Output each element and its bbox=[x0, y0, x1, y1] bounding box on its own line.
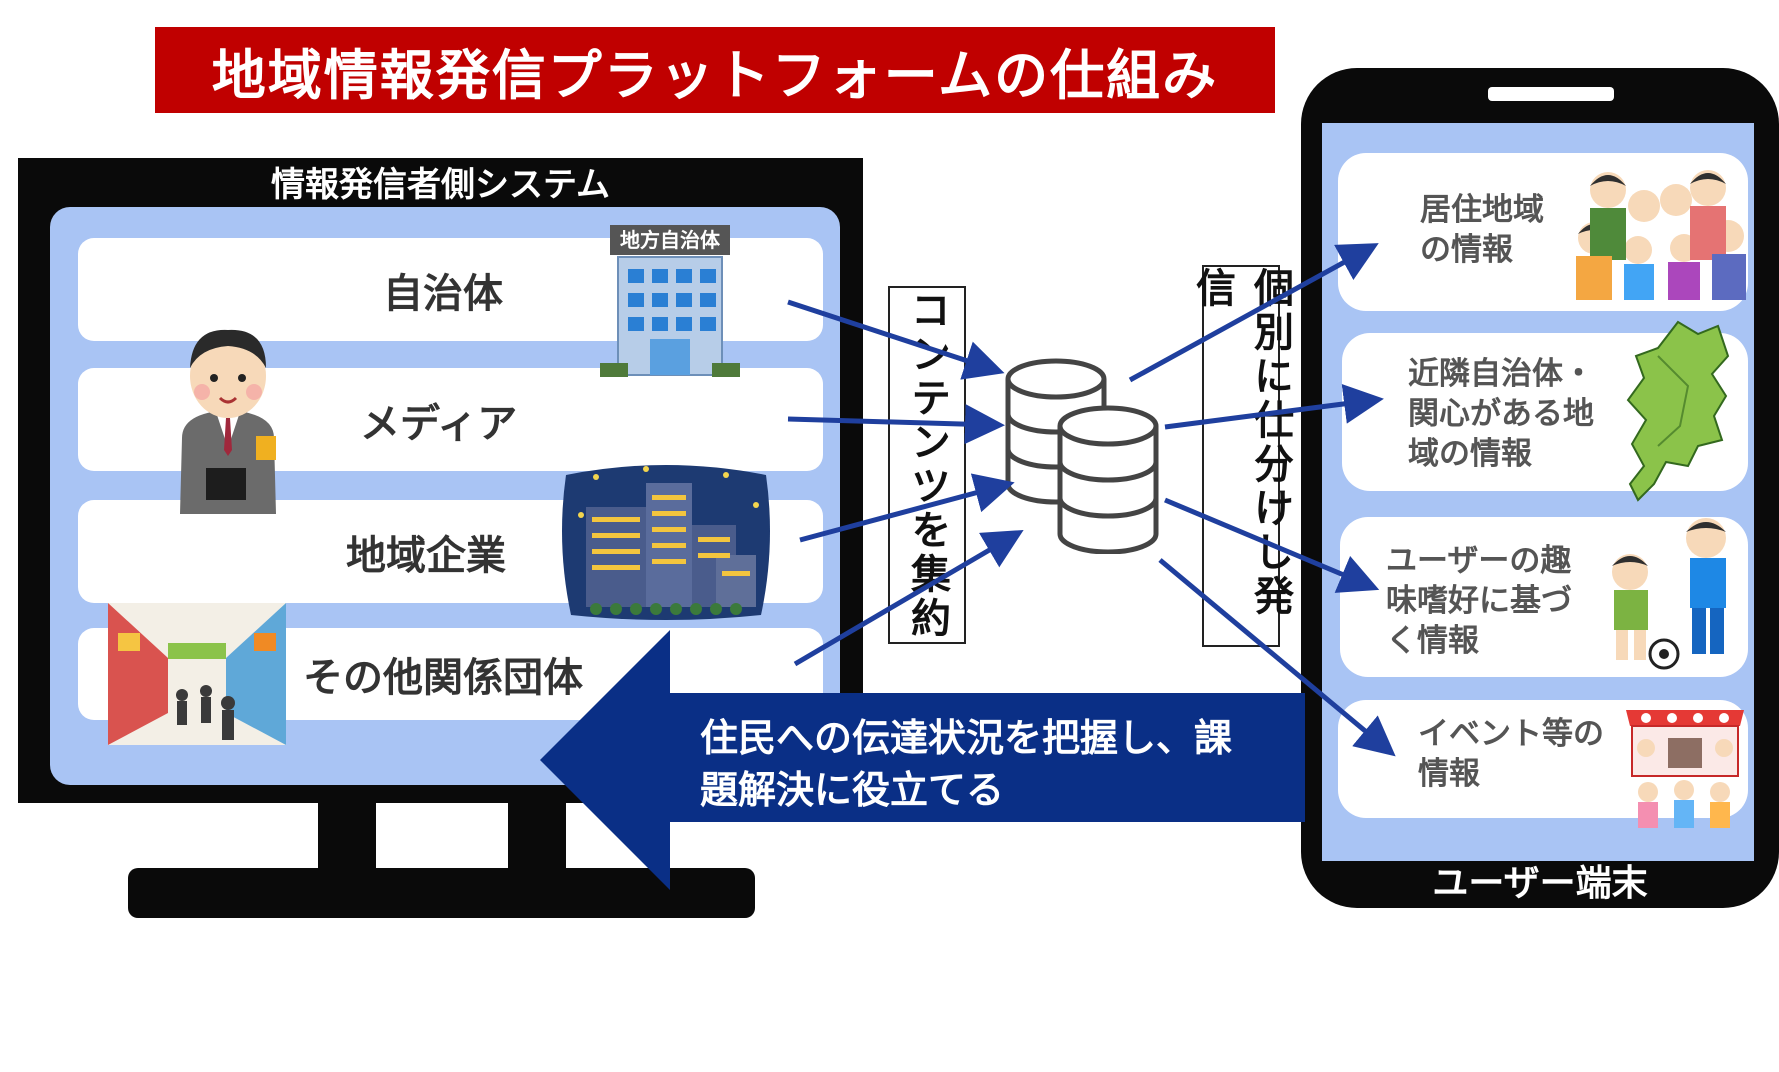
night-city-icon bbox=[556, 455, 776, 625]
card-hobby-text: ユーザーの趣 味嗜好に基づ く情報 bbox=[1386, 543, 1572, 659]
kids-soccer-icon bbox=[1594, 514, 1744, 674]
user-device-label: ユーザー端末 bbox=[1432, 863, 1648, 904]
row-label: 自治体 bbox=[383, 270, 503, 317]
phone-speaker bbox=[1488, 87, 1614, 101]
person-with-notebook-icon bbox=[172, 318, 284, 514]
card-event-text: イベント等の 情報 bbox=[1418, 716, 1604, 792]
feedback-arrow bbox=[540, 630, 1305, 890]
arrow-municipality bbox=[787, 299, 1005, 380]
arrow-to-hobby bbox=[1164, 497, 1380, 593]
arrow-to-nearby bbox=[1164, 384, 1384, 430]
monitor-stand-left bbox=[318, 803, 376, 869]
monitor-stand-right bbox=[508, 803, 566, 869]
shopping-street-icon bbox=[108, 603, 286, 745]
card-nearby-text: 近隣自治体・ 関心がある地 域の情報 bbox=[1408, 356, 1594, 472]
monitor-base bbox=[128, 868, 755, 918]
row-label: メディア bbox=[360, 400, 518, 447]
arrow-media bbox=[787, 404, 1005, 445]
family-icon bbox=[1568, 160, 1750, 300]
card-residential-text: 居住地域 の情報 bbox=[1420, 192, 1544, 268]
arrow-to-event bbox=[1158, 558, 1396, 757]
card-hobby bbox=[1340, 517, 1748, 677]
feedback-text: 住民への伝達状況を把握し、課 題解決に役立てる bbox=[700, 716, 1233, 812]
database-icon bbox=[1000, 354, 1170, 555]
building-sign: 地方自治体 bbox=[610, 225, 730, 255]
page-title: 地域情報発信プラットフォームの仕組み bbox=[155, 27, 1275, 113]
row-label: 地域企業 bbox=[346, 532, 506, 579]
festival-icon bbox=[1622, 704, 1748, 834]
sender-system-label: 情報発信者側システム bbox=[271, 165, 610, 205]
map-icon bbox=[1618, 316, 1738, 506]
building-icon: 地方自治体 bbox=[600, 225, 740, 383]
arrow-business bbox=[799, 473, 1015, 543]
arrow-other bbox=[793, 529, 1024, 667]
row-label: その他関係団体 bbox=[303, 655, 583, 701]
arrow-to-residential bbox=[1128, 243, 1379, 383]
